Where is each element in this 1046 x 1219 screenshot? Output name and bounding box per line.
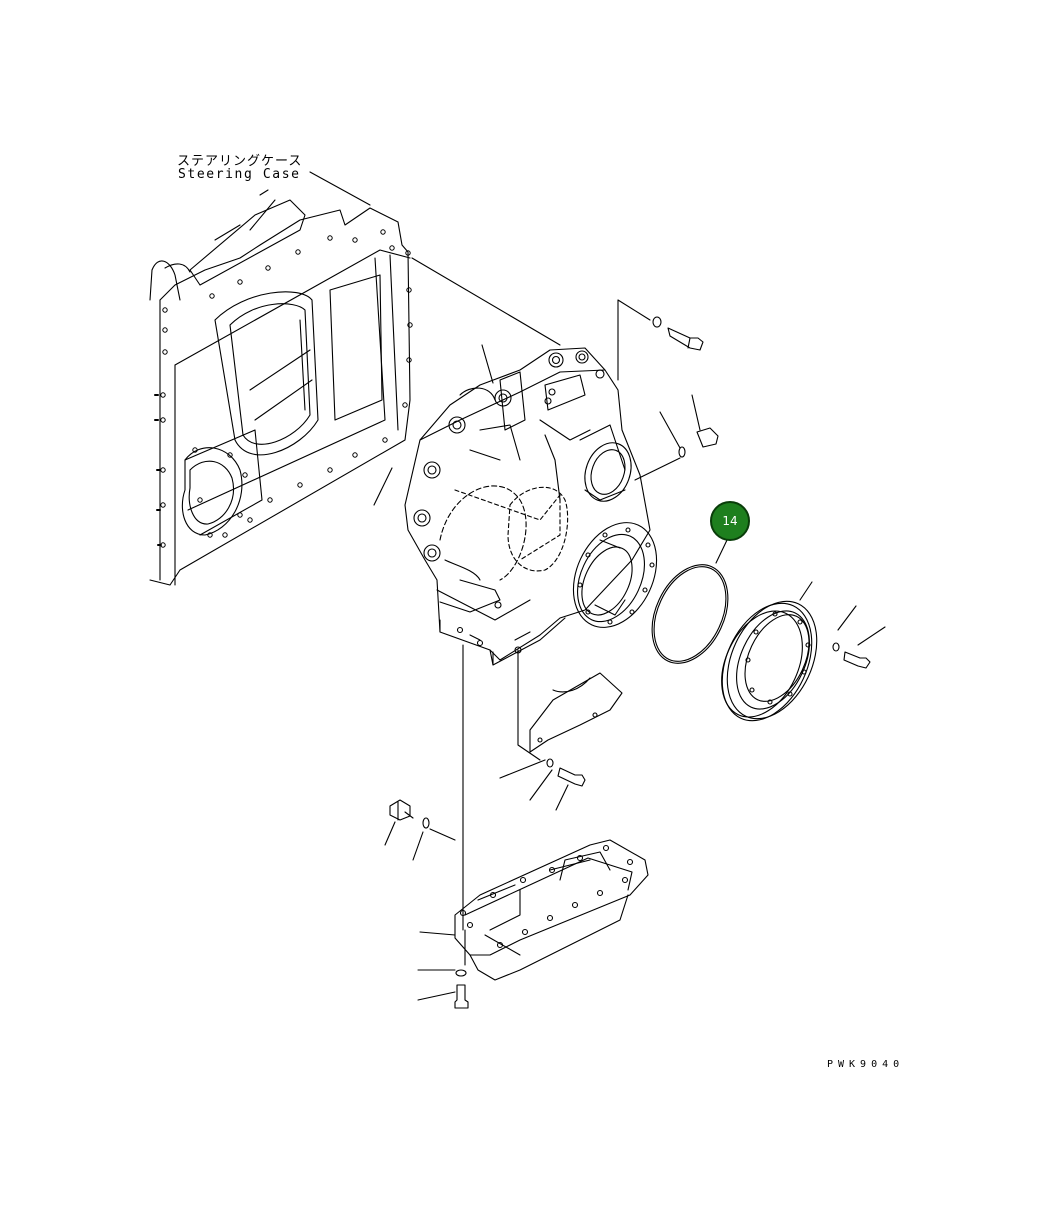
cover-bosses (414, 351, 604, 653)
figure-code: PWK9040 (827, 1059, 905, 1070)
oil-pan (455, 840, 648, 980)
pan-plug (385, 800, 455, 860)
lower-flange-bore (557, 509, 672, 641)
guard-bolt (500, 759, 585, 810)
guard-plate (530, 673, 622, 752)
steering-case (150, 190, 410, 585)
steering-case-label-en: Steering Case (178, 167, 301, 182)
steering-case-leader (310, 172, 560, 345)
upper-bearing-bore (577, 436, 639, 507)
cover-leaders (374, 300, 680, 930)
o-ring (637, 538, 743, 675)
steering-case-label-jp: ステアリングケース (177, 154, 303, 169)
pan-bolt (418, 930, 468, 1008)
side-plug (660, 395, 718, 457)
callout-14[interactable]: 14 (710, 501, 750, 541)
final-drive-cover (405, 348, 650, 665)
top-bolt (653, 317, 703, 350)
cage-bolt (833, 606, 885, 668)
steering-case-bolt-holes (161, 230, 412, 547)
bearing-cage (705, 582, 835, 735)
